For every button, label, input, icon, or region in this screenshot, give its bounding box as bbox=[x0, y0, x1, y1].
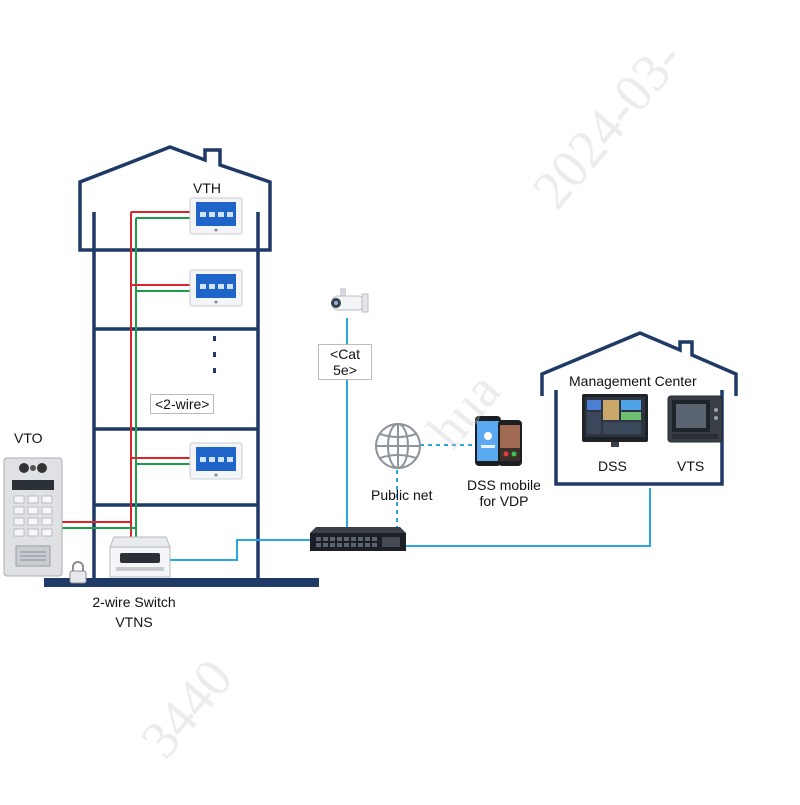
switch-label-line2: VTNS bbox=[115, 614, 153, 630]
vth-monitor-1 bbox=[189, 197, 243, 235]
globe-icon bbox=[375, 423, 421, 469]
vth-monitor-2 bbox=[189, 269, 243, 307]
bullet-camera-icon bbox=[331, 288, 369, 313]
vth-monitor-3 bbox=[189, 442, 243, 480]
switch-label: 2-wire Switch VTNS bbox=[84, 594, 184, 630]
two-wire-cabling bbox=[62, 211, 193, 537]
vtns-to-switch-cable bbox=[170, 539, 318, 561]
dss-mobile-label: DSS mobile for VDP bbox=[454, 477, 554, 509]
management-center-label: Management Center bbox=[569, 373, 697, 389]
network-cabling bbox=[170, 318, 651, 561]
door-station-icon bbox=[3, 457, 63, 577]
dss-monitor-icon bbox=[582, 394, 648, 447]
dss-mobile-label-line2: for VDP bbox=[479, 493, 529, 509]
dss-mobile-label-line1: DSS mobile bbox=[467, 477, 541, 493]
switch-label-line1: 2-wire Switch bbox=[92, 594, 176, 610]
vto-label: VTO bbox=[14, 430, 43, 446]
lock-icon bbox=[69, 561, 87, 584]
vts-label: VTS bbox=[677, 458, 705, 474]
building-roof bbox=[78, 145, 272, 252]
dss-label: DSS bbox=[598, 458, 627, 474]
two-wire-switch-device bbox=[109, 536, 171, 578]
vth-label: VTH bbox=[193, 180, 221, 196]
switch-to-management-cable bbox=[405, 488, 651, 547]
cat5e-label-line1: <Cat bbox=[330, 346, 360, 362]
cat5e-label: <Cat 5e> bbox=[318, 344, 372, 380]
network-switch-icon bbox=[310, 527, 406, 551]
residential-building bbox=[78, 145, 272, 582]
vts-console-icon bbox=[667, 395, 723, 443]
building-ground bbox=[44, 578, 319, 587]
more-floors-ellipsis bbox=[213, 336, 216, 373]
public-net-label: Public net bbox=[371, 487, 433, 503]
cat5e-label-line2: 5e> bbox=[333, 362, 357, 378]
smartphone-icon bbox=[475, 416, 522, 466]
two-wire-label: <2-wire> bbox=[150, 394, 215, 414]
